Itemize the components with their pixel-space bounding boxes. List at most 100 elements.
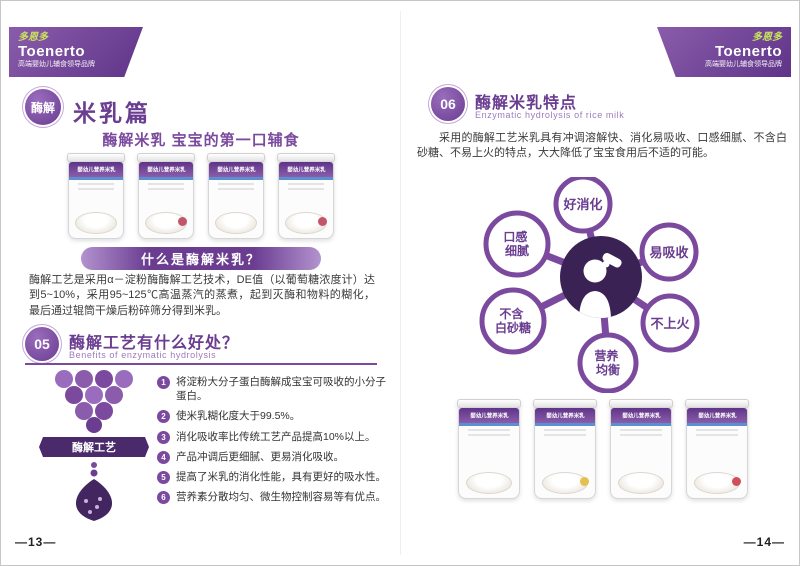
jar-label-text: 婴幼儿营养米乳: [697, 413, 737, 419]
benefit-text: 产品冲调后更细腻、更易消化吸收。: [176, 450, 344, 463]
jar-label-band: 婴幼儿营养米乳: [279, 162, 333, 177]
feature-diagram: 好消化 口感 细腻 易吸收 不含 白砂糖 不上火 营养: [479, 177, 700, 393]
jar-fruit-accent: [248, 217, 257, 226]
jar-label-lines: [279, 183, 333, 190]
feature-circle: 易吸收: [639, 222, 699, 282]
jar-bowl-image: [618, 472, 664, 494]
page-number-right: —14—: [743, 535, 785, 549]
benefit-number: 4: [157, 450, 170, 464]
jar-label-lines: [209, 183, 263, 190]
benefit-text: 将淀粉大分子蛋白酶解成宝宝可吸收的小分子蛋白。: [176, 376, 386, 403]
list-item: 1 将淀粉大分子蛋白酶解成宝宝可吸收的小分子蛋白。: [157, 375, 395, 403]
jar-fruit-accent: [318, 217, 327, 226]
section-06-title: 酶解米乳特点: [475, 95, 578, 112]
feature-circle: 不上火: [640, 293, 700, 353]
jar-fruit-accent: [504, 477, 513, 486]
section-06-subtitle: Enzymatic hydrolysis of rice milk: [475, 110, 625, 120]
section-number-badge: 05: [25, 327, 59, 361]
benefit-text: 营养素分散均匀、微生物控制容易等有优点。: [176, 491, 386, 504]
product-jar: 婴幼儿营养米乳: [457, 399, 521, 499]
section-05-title: 酶解工艺有什么好处？: [69, 335, 240, 352]
product-jar: 婴幼儿营养米乳: [207, 153, 265, 239]
jar-body: 婴幼儿营养米乳: [278, 161, 334, 239]
jar-body: 婴幼儿营养米乳: [68, 161, 124, 239]
intro-headline: 酶解米乳 宝宝的第一口辅食: [102, 132, 300, 149]
benefit-text: 消化吸收率比传统工艺产品提高10%以上。: [176, 430, 376, 443]
jar-body: 婴幼儿营养米乳: [208, 161, 264, 239]
jar-label-text: 婴幼儿营养米乳: [216, 167, 256, 173]
jar-fruit-accent: [580, 477, 589, 486]
brand-logo-cn: 多恩多: [18, 32, 48, 43]
jar-label-lines: [687, 429, 747, 436]
benefit-number: 2: [157, 410, 170, 424]
jar-blue-strip: [611, 423, 671, 426]
benefits-list: 1 将淀粉大分子蛋白酶解成宝宝可吸收的小分子蛋白。 2 使米乳糊化度大于99.5…: [157, 375, 395, 510]
benefit-number: 6: [157, 491, 170, 505]
feature-label: 不含 白砂糖: [495, 306, 531, 335]
process-ribbon-label: 酶解工艺: [72, 440, 116, 454]
jar-label-band: 婴幼儿营养米乳: [139, 162, 193, 177]
jar-fruit-accent: [108, 217, 117, 226]
brand-banner-left: 多恩多 Toenerto 高端婴幼儿辅食领导品牌: [9, 27, 143, 77]
jar-bowl-image: [466, 472, 512, 494]
feature-circle: 好消化: [553, 177, 613, 234]
jar-label-text: 婴幼儿营养米乳: [76, 167, 116, 173]
brand-banner-right: 多恩多 Toenerto 高端婴幼儿辅食领导品牌: [657, 27, 791, 77]
jar-fruit-accent: [178, 217, 187, 226]
jar-bowl-image: [75, 212, 117, 234]
feature-circle: 不含 白砂糖: [479, 287, 547, 355]
brand-tagline: 高端婴幼儿辅食领导品牌: [705, 61, 782, 69]
feature-label: 易吸收: [649, 245, 689, 260]
jar-blue-strip: [535, 423, 595, 426]
jar-blue-strip: [687, 423, 747, 426]
product-jar: 婴幼儿营养米乳: [67, 153, 125, 239]
jar-body: 婴幼儿营养米乳: [458, 407, 520, 499]
jar-blue-strip: [209, 177, 263, 180]
jar-body: 婴幼儿营养米乳: [138, 161, 194, 239]
jar-blue-strip: [139, 177, 193, 180]
brand-tagline: 高端婴幼儿辅食领导品牌: [18, 61, 95, 69]
section-number-badge: 06: [431, 87, 465, 121]
jar-label-band: 婴幼儿营养米乳: [611, 408, 671, 423]
benefit-number: 1: [157, 376, 170, 389]
jar-label-band: 婴幼儿营养米乳: [209, 162, 263, 177]
product-jar: 婴幼儿营养米乳: [685, 399, 749, 499]
jar-label-band: 婴幼儿营养米乳: [687, 408, 747, 423]
jar-body: 婴幼儿营养米乳: [686, 407, 748, 499]
list-item: 6 营养素分散均匀、微生物控制容易等有优点。: [157, 490, 395, 505]
jar-label-text: 婴幼儿营养米乳: [621, 413, 661, 419]
jar-label-lines: [69, 183, 123, 190]
jar-label-text: 婴幼儿营养米乳: [469, 413, 509, 419]
section-title-rice-milk: 米乳篇: [73, 100, 151, 126]
list-item: 5 提高了米乳的消化性能，具有更好的吸水性。: [157, 470, 395, 484]
section-05-subtitle: Benefits of enzymatic hydrolysis: [69, 350, 217, 360]
jar-body: 婴幼儿营养米乳: [610, 407, 672, 499]
feature-label: 不上火: [650, 316, 690, 331]
feature-circle: 营养 均衡: [577, 332, 639, 393]
brand-logo: Toenerto: [18, 43, 86, 60]
feature-label: 好消化: [562, 197, 602, 212]
brand-logo-cn: 多恩多: [752, 32, 782, 43]
jar-label-lines: [535, 429, 595, 436]
list-item: 4 产品冲调后更细腻、更易消化吸收。: [157, 450, 395, 464]
jar-label-text: 婴幼儿营养米乳: [146, 167, 186, 173]
feature-label: 营养 均衡: [594, 348, 621, 377]
jar-blue-strip: [69, 177, 123, 180]
product-jar: 婴幼儿营养米乳: [533, 399, 597, 499]
jar-fruit-accent: [732, 477, 741, 486]
jar-fruit-accent: [656, 477, 665, 486]
benefit-number: 5: [157, 470, 170, 484]
feature-circle: 口感 细腻: [483, 210, 551, 278]
product-jar: 婴幼儿营养米乳: [609, 399, 673, 499]
product-jar: 婴幼儿营养米乳: [137, 153, 195, 239]
jar-body: 婴幼儿营养米乳: [534, 407, 596, 499]
jar-label-text: 婴幼儿营养米乳: [286, 167, 326, 173]
features-paragraph: 采用的酶解工艺米乳具有冲调溶解快、消化易吸收、口感细腻、不含白砂糖、不易上火的特…: [417, 132, 787, 160]
page-gutter: [400, 11, 401, 555]
what-is-paragraph: 酶解工艺是采用α－淀粉酶酶解工艺技术，DE值（以葡萄糖浓度计）达到5~10%，采…: [29, 274, 375, 317]
feature-label: 口感 细腻: [503, 229, 530, 258]
list-item: 3 消化吸收率比传统工艺产品提高10%以上。: [157, 430, 395, 444]
section-divider-line: [25, 363, 377, 365]
jar-label-lines: [459, 429, 519, 436]
